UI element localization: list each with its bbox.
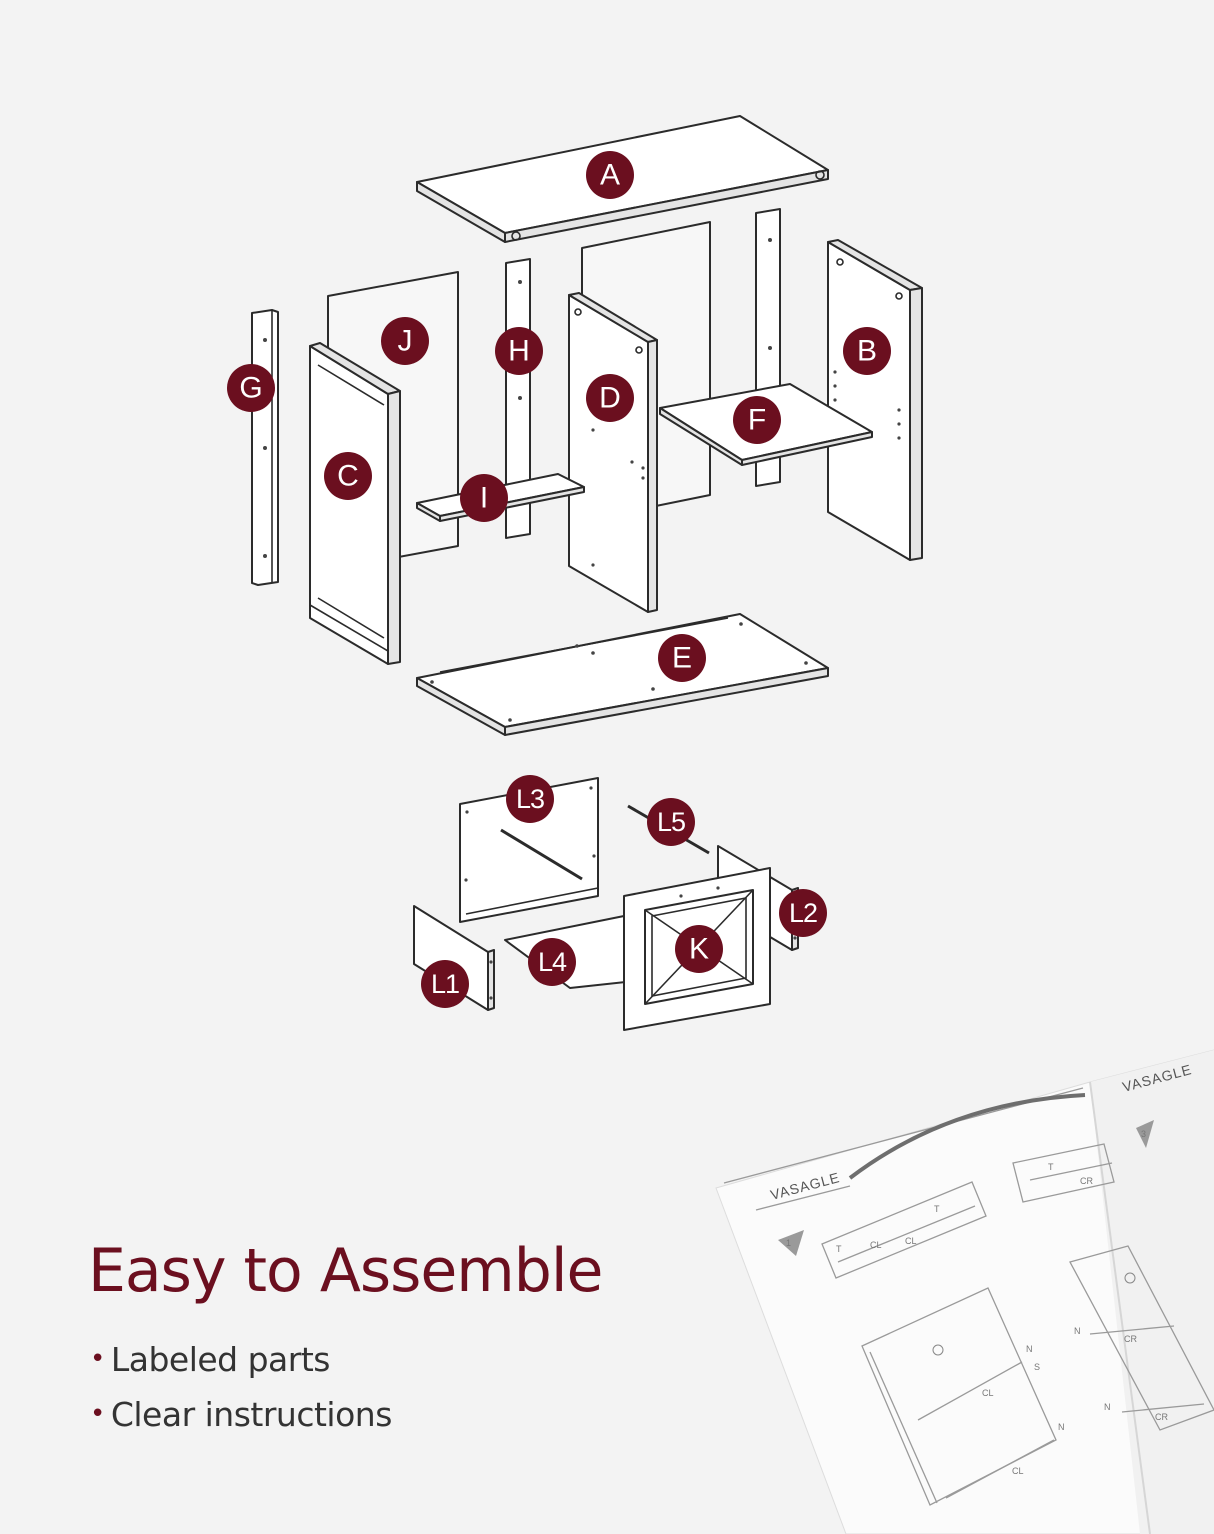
manual-step-right: 3 <box>1141 1129 1146 1139</box>
badge-l5: L5 <box>647 798 695 846</box>
part-b-side-panel <box>827 239 923 561</box>
manual-label-12: N <box>1104 1402 1111 1412</box>
manual-label-8: N <box>1026 1344 1033 1354</box>
part-e-bottom-panel <box>416 613 829 736</box>
svg-text:D: D <box>599 382 621 415</box>
svg-text:I: I <box>480 482 488 515</box>
badge-e: E <box>658 634 706 682</box>
svg-text:L3: L3 <box>516 784 544 814</box>
manual-label-1: CL <box>870 1240 882 1250</box>
part-d-divider-panel <box>568 292 658 613</box>
part-g-post <box>251 309 279 586</box>
manual-label-11: N <box>1058 1422 1065 1432</box>
badge-f: F <box>733 396 781 444</box>
bullet-dot-icon: • <box>90 1344 105 1374</box>
badge-j: J <box>381 317 429 365</box>
badge-g: G <box>227 364 275 412</box>
svg-text:H: H <box>508 335 530 368</box>
svg-text:B: B <box>857 335 877 368</box>
manual-label-14: T <box>934 1204 940 1214</box>
badge-l1: L1 <box>421 960 469 1008</box>
svg-text:L1: L1 <box>431 969 459 999</box>
part-l1-drawer-side <box>413 905 495 1011</box>
manual-label-10: S <box>1034 1362 1040 1372</box>
feature-text: Labeled parts <box>110 1340 331 1379</box>
manual-label-9: N <box>1074 1326 1081 1336</box>
feature-item: •Labeled parts <box>90 1332 392 1387</box>
svg-text:L2: L2 <box>789 898 817 928</box>
svg-text:F: F <box>748 404 766 437</box>
badge-c: C <box>324 452 372 500</box>
feature-text: Clear instructions <box>110 1395 393 1434</box>
badge-k: K <box>675 925 723 973</box>
badge-d: D <box>586 374 634 422</box>
badge-a: A <box>586 151 634 199</box>
part-l3-drawer-back <box>459 777 599 923</box>
manual-label-7: CL <box>1012 1466 1024 1476</box>
headline: Easy to Assemble <box>88 1236 603 1306</box>
manual-label-4: CR <box>1124 1334 1137 1344</box>
manual-label-15: T <box>1048 1162 1054 1172</box>
instruction-manual: VASAGLE VASAGLE 1 3 CL CL CR CR CR CL CL… <box>715 1049 1214 1534</box>
svg-text:E: E <box>672 642 692 675</box>
badge-l2: L2 <box>779 889 827 937</box>
badge-b: B <box>843 327 891 375</box>
svg-text:G: G <box>239 372 262 405</box>
manual-step-left: 1 <box>786 1238 791 1248</box>
svg-text:J: J <box>398 325 413 358</box>
bullet-dot-icon: • <box>90 1399 105 1429</box>
part-l5-rod-a <box>500 828 583 881</box>
manual-step-3-marker <box>1136 1120 1154 1148</box>
feature-list: •Labeled parts •Clear instructions <box>90 1332 392 1442</box>
svg-text:L4: L4 <box>538 947 567 977</box>
badge-i: I <box>460 474 508 522</box>
manual-label-13: T <box>836 1244 842 1254</box>
part-c-side-panel <box>309 342 401 665</box>
svg-text:L5: L5 <box>657 807 685 837</box>
manual-label-6: CL <box>982 1388 994 1398</box>
manual-label-3: CR <box>1080 1176 1093 1186</box>
manual-label-2: CL <box>905 1236 917 1246</box>
svg-text:C: C <box>337 460 359 493</box>
manual-label-5: CR <box>1155 1412 1168 1422</box>
feature-item: •Clear instructions <box>90 1387 392 1442</box>
badge-l4: L4 <box>528 938 576 986</box>
badge-h: H <box>495 327 543 375</box>
svg-text:A: A <box>600 159 620 192</box>
badge-l3: L3 <box>506 775 554 823</box>
manual-step-1-marker <box>778 1230 804 1256</box>
svg-text:K: K <box>689 933 709 966</box>
